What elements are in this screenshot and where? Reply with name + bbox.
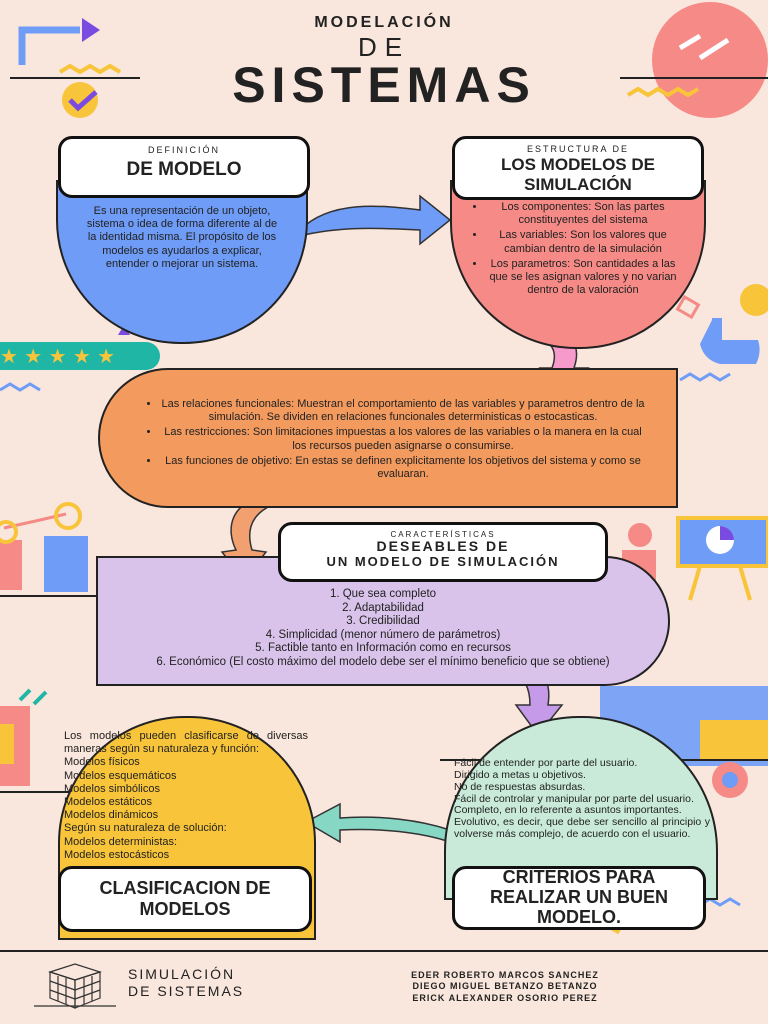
estructura-kicker: ESTRUCTURA DE bbox=[526, 144, 629, 154]
hand-pointer-icon bbox=[700, 320, 760, 364]
caracteristica-item: 1. Que sea completo bbox=[329, 588, 437, 600]
estructura-list: Los componentes: Son las partes constitu… bbox=[470, 201, 680, 299]
criterios-title: CRITERIOS PARA REALIZAR UN BUEN MODELO. bbox=[490, 867, 668, 927]
footer-authors: EDER ROBERTO MARCOS SANCHEZ DIEGO MIGUEL… bbox=[340, 970, 670, 1004]
criterios-line: Fácil de controlar y manipular por parte… bbox=[454, 792, 694, 805]
header-title: SISTEMAS bbox=[232, 57, 536, 113]
criterios-body: Fácil de entender por parte del usuario.… bbox=[454, 757, 710, 841]
estructura-item: Los parametros: Son cantidades a las que… bbox=[486, 258, 680, 298]
check-icon bbox=[68, 90, 98, 112]
definicion-body: Es una representación de un objeto, sist… bbox=[86, 205, 278, 270]
relaciones-item: Las relaciones funcionales: Muestran el … bbox=[160, 398, 646, 424]
arrow-icon bbox=[18, 26, 80, 65]
chart-icon bbox=[0, 540, 22, 590]
arrow-head bbox=[82, 18, 100, 42]
criterios-line: No de respuestas absurdas. bbox=[454, 780, 586, 793]
estructura-item: Las variables: Son los valores que cambi… bbox=[486, 229, 680, 255]
arrow-criterios-to-clasificacion bbox=[304, 802, 451, 844]
footer-brand-line1: SIMULACIÓN bbox=[128, 966, 236, 982]
caracteristica-item: 4. Simplicidad (menor número de parámetr… bbox=[265, 628, 501, 641]
relaciones-item: Las funciones de objetivo: En estas se d… bbox=[160, 455, 646, 481]
relaciones-box: Las relaciones funcionales: Muestran el … bbox=[98, 368, 678, 508]
relaciones-item: Las restricciones: Son limitaciones impu… bbox=[160, 426, 646, 452]
estructura-title: LOS MODELOS DE SIMULACIÓN bbox=[501, 155, 655, 194]
definicion-title: DE MODELO bbox=[126, 159, 242, 180]
criterios-label: CRITERIOS PARA REALIZAR UN BUEN MODELO. bbox=[452, 866, 706, 930]
author-name: EDER ROBERTO MARCOS SANCHEZ bbox=[411, 970, 599, 980]
clasificacion-line: Modelos esquemáticos bbox=[64, 769, 177, 782]
clasificacion-line: Modelos estáticos bbox=[64, 795, 153, 808]
criterios-line: Dirigido a metas u objetivos. bbox=[454, 768, 586, 781]
footer-divider bbox=[0, 950, 768, 952]
header-line1: MODELACIÓN bbox=[314, 14, 454, 31]
criterios-line: Completo, en lo referente a asuntos impo… bbox=[454, 804, 682, 817]
clasificacion-body: Los modelos pueden clasificarse de diver… bbox=[64, 730, 308, 862]
caracteristica-item: 6. Económico (El costo máximo del modelo… bbox=[156, 655, 610, 668]
check-circle bbox=[62, 82, 98, 118]
zigzag-deco bbox=[58, 63, 122, 75]
stars-icon: ★ ★ ★ ★ ★ bbox=[0, 344, 115, 368]
caracteristica-item: 5. Factible tanto en Información como en… bbox=[255, 642, 511, 655]
clasificacion-line: Modelos dinámicos bbox=[64, 809, 159, 822]
clasificacion-line: Modelos simbólicos bbox=[64, 782, 160, 795]
criterios-line: Fácil de entender por parte del usuario. bbox=[454, 757, 638, 769]
clasificacion-line: Modelos deterministas: bbox=[64, 835, 178, 848]
clasificacion-line: Los modelos pueden clasificarse de diver… bbox=[64, 730, 308, 756]
caracteristica-item: 2. Adaptabilidad bbox=[342, 601, 424, 614]
clasificacion-label: CLASIFICACION DE MODELOS bbox=[58, 866, 312, 932]
definicion-label: DEFINICIÓN DE MODELO bbox=[58, 136, 310, 198]
author-name: ERICK ALEXANDER OSORIO PEREZ bbox=[412, 992, 598, 1003]
caracteristica-item: 3. Credibilidad bbox=[346, 615, 420, 628]
footer-brand: SIMULACIÓN DE SISTEMAS bbox=[128, 966, 244, 1000]
header-line2: DE bbox=[357, 32, 411, 62]
stars-bar bbox=[0, 342, 160, 370]
cube-logo-icon bbox=[34, 963, 116, 1009]
caracteristicas-kicker: CARACTERÍSTICAS bbox=[390, 530, 496, 539]
estructura-label: ESTRUCTURA DE LOS MODELOS DE SIMULACIÓN bbox=[452, 136, 704, 200]
clasificacion-line: Modelos estocásticos bbox=[64, 848, 170, 861]
clasificacion-line: Modelos físicos bbox=[64, 756, 140, 769]
author-name: DIEGO MIGUEL BETANZO BETANZO bbox=[412, 981, 598, 992]
caracteristicas-title-2: UN MODELO DE SIMULACIÓN bbox=[326, 554, 560, 570]
clasificacion-line: Según su naturaleza de solución: bbox=[64, 822, 227, 835]
criterios-line: Evolutivo, es decir, que debe ser sencil… bbox=[454, 816, 710, 841]
caracteristicas-title-1: DESEABLES DE bbox=[376, 538, 510, 554]
footer-brand-line2: DE SISTEMAS bbox=[128, 982, 245, 999]
clasificacion-title: CLASIFICACION DE MODELOS bbox=[99, 878, 271, 919]
caracteristicas-label: CARACTERÍSTICAS DESEABLES DE UN MODELO D… bbox=[278, 522, 608, 582]
estructura-item: Los componentes: Son las partes constitu… bbox=[486, 201, 680, 227]
definicion-kicker: DEFINICIÓN bbox=[147, 145, 220, 155]
arrow-def-to-estructura bbox=[299, 194, 452, 246]
